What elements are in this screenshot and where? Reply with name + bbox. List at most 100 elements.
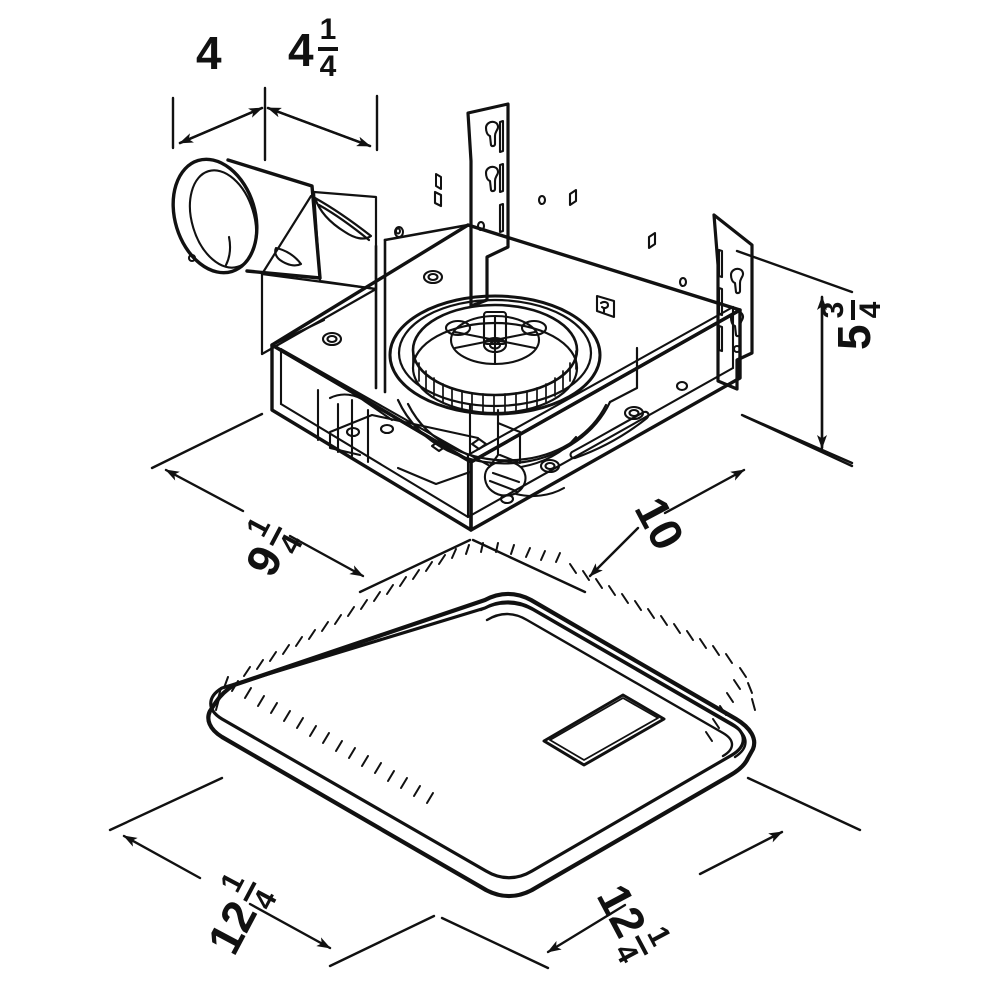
- fraction-duct-collar-offset: 1 4: [317, 13, 339, 83]
- scroll-wall-inner: [406, 402, 608, 462]
- ext-line-gwidth-left: [440, 916, 550, 970]
- adjust-slot-6: [717, 324, 724, 353]
- mounting-bracket-left-slots: [476, 119, 505, 234]
- mounting-bracket-right-slots: [717, 248, 745, 354]
- blower-blades: [412, 350, 577, 414]
- blower-housing-rim-inner: [397, 298, 593, 408]
- bottom-boss-3: [379, 423, 395, 435]
- grille-cover: [206, 542, 757, 899]
- dimension-top-group: [171, 86, 379, 162]
- bracket-hole-right: [732, 344, 742, 354]
- bracket-hole-left: [476, 220, 486, 232]
- damper-flap: [313, 196, 373, 240]
- duct-tube-body: [226, 158, 322, 280]
- grille-outer-body: [206, 591, 757, 899]
- grille-center-slot: [542, 693, 666, 767]
- housing-rear-features: [394, 173, 442, 238]
- grille-vent-slots-topright: [569, 563, 733, 664]
- adjust-slot-1: [498, 119, 505, 154]
- hub-cutout-left: [444, 319, 472, 337]
- fastener-1: [430, 439, 448, 453]
- ext-line-width-right: [742, 414, 854, 468]
- adjust-slot-3: [498, 202, 505, 234]
- ext-line-gdepth-bottom: [328, 914, 436, 968]
- dimension-width-group: [471, 414, 854, 594]
- ext-line-gdepth-top: [108, 776, 224, 832]
- adjust-slot-4: [717, 248, 724, 279]
- grille-vent-slots-topleft: [243, 554, 446, 677]
- motor-shaft-boss: [482, 310, 508, 346]
- dim-arrow-depth-downright: [288, 534, 365, 578]
- blower-wheel-top-ring: [411, 303, 579, 397]
- grille-vent-slots-right: [705, 667, 756, 742]
- wire-lead-2: [514, 486, 566, 498]
- mounting-bracket-right: [712, 213, 754, 391]
- dimension-height-group: [735, 249, 854, 465]
- housing-shell: [270, 223, 742, 532]
- ext-line-depth-bottom: [358, 538, 472, 594]
- top-boss-2: [321, 331, 343, 347]
- grille-vent-band-outer: [479, 602, 747, 759]
- adjust-slot-5: [717, 286, 724, 317]
- dimension-grille-width-group: [440, 776, 862, 970]
- keyhole-slot-1: [484, 120, 500, 148]
- bottom-hole-right: [675, 380, 689, 392]
- mounting-bracket-left: [466, 102, 510, 308]
- ext-line-depth-top: [150, 412, 264, 470]
- hub-center: [482, 336, 508, 354]
- rear-hole-1: [394, 226, 404, 238]
- rear-slot-1: [435, 173, 442, 190]
- dim-label-duct-collar-offset: 4 1 4: [288, 13, 339, 83]
- grille-center-slot-inner: [549, 697, 659, 761]
- duct-collar-inner: [187, 169, 303, 269]
- adjust-slot-2: [498, 162, 505, 194]
- cone-edge-left: [260, 194, 313, 276]
- dim-arrow-4q-left: [266, 106, 372, 148]
- keyhole-slot-3: [729, 267, 745, 295]
- top-slot-c: [647, 231, 657, 250]
- grille-vent-slots-left: [231, 680, 434, 804]
- dimension-grille-depth-group: [108, 776, 436, 968]
- dim-arrow-width-upright: [663, 468, 746, 515]
- duct-collar: [171, 157, 322, 280]
- blower-wheel: [388, 294, 602, 416]
- duct-transition-cone: [260, 190, 378, 356]
- grille-top-face: [209, 600, 745, 880]
- housing-rear-wall: [374, 223, 470, 394]
- wire-lead: [519, 435, 578, 469]
- top-boss-1: [422, 269, 444, 285]
- support-screw-1: [345, 426, 361, 438]
- ext-line-height-top: [735, 249, 854, 294]
- housing-face-left: [270, 343, 473, 532]
- fraction-housing-height: 3 4: [817, 299, 887, 321]
- motor-assembly: [316, 388, 578, 505]
- support-rib-1: [328, 393, 394, 422]
- duct-opening-inner: [188, 169, 258, 269]
- bottom-boss-1: [539, 458, 561, 474]
- scroll-outlet: [608, 346, 639, 404]
- top-slot-a: [433, 190, 443, 208]
- dim-arrow-4-right: [178, 106, 264, 145]
- dim-arrow-gwidth-upright: [698, 830, 784, 876]
- dim-arrow-width-downleft: [588, 526, 640, 578]
- scroll-wall: [396, 398, 612, 465]
- keyhole-slot-2: [484, 165, 500, 193]
- grille-vent-band-inner: [485, 612, 734, 758]
- duct-seam: [224, 235, 232, 267]
- dim-arrow-gwidth-downleft: [546, 903, 627, 954]
- label-plate: [595, 294, 616, 319]
- dim-arrow-depth-upleft: [164, 468, 245, 513]
- ext-line-width-left: [471, 538, 587, 594]
- top-hole-b: [537, 194, 547, 206]
- top-slot-b: [568, 188, 578, 207]
- dim-label-housing-height: 5 3 4: [817, 299, 887, 350]
- wire-lead-3: [396, 466, 472, 486]
- housing-bottom-features: [379, 380, 689, 474]
- top-hole-c: [678, 276, 688, 288]
- keyhole-slot-4: [729, 310, 745, 338]
- cone-bottom-line: [270, 318, 326, 347]
- duct-tab: [274, 246, 303, 267]
- ext-line-gwidth-right: [746, 776, 862, 832]
